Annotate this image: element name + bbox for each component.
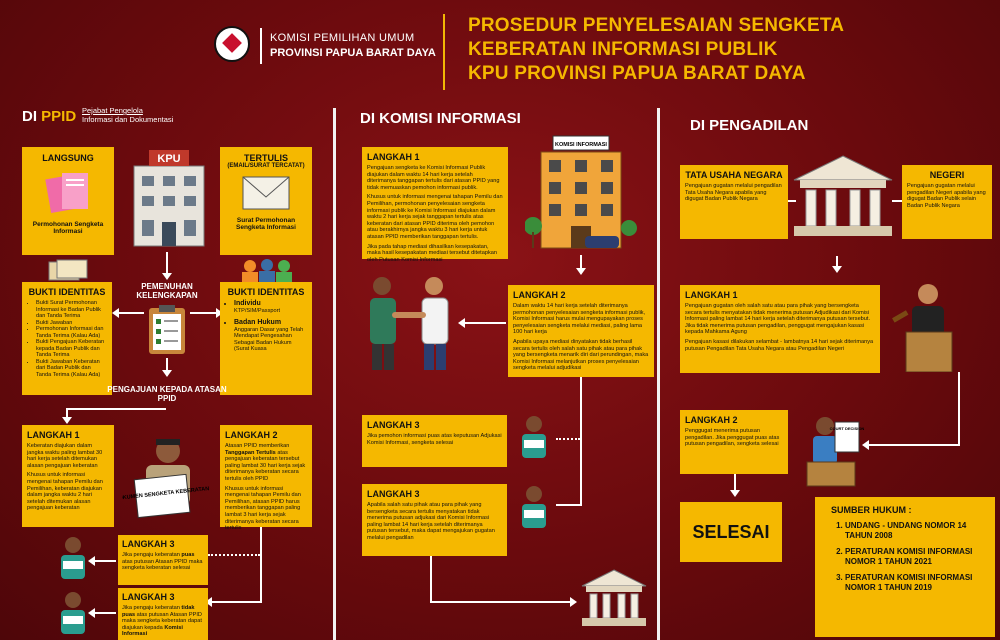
arrow-left [88, 556, 95, 566]
komisi-informasi-building-icon: KOMISI INFORMASI [525, 135, 637, 249]
connector [958, 372, 960, 444]
tun-box: TATA USAHA NEGARA Pengajuan gugatan mela… [680, 165, 788, 239]
envelope-icon [242, 176, 290, 210]
dotted-connector [208, 554, 260, 556]
connector [66, 408, 68, 420]
arrow-right [570, 597, 577, 607]
connector [734, 474, 736, 492]
connector [190, 312, 218, 314]
bukti-identitas-right-box: BUKTI IDENTITAS IndividuKTP/SIM/Passport… [220, 282, 312, 395]
arrow-down [832, 266, 842, 273]
arrow-down [162, 370, 172, 377]
arrow-left [112, 308, 119, 318]
ppid-langkah3b-box: LANGKAH 3 Jika pengaju keberatan tidak p… [118, 588, 208, 640]
connector [836, 256, 838, 268]
column-divider-2 [657, 108, 660, 640]
official-reading-icon: DOKUMEN SENGKETA KEBERATAN [122, 439, 210, 519]
connector [166, 358, 168, 372]
ki-sign-text: KOMISI INFORMASI [555, 142, 607, 148]
page-title-line1: PROSEDUR PENYELESAIAN SENGKETA [468, 15, 845, 36]
ki-langkah1-box: LANGKAH 1 Pengajuan sengketa ke Komisi I… [362, 147, 508, 263]
id-cards-icon [48, 259, 88, 281]
people-group-icon [242, 259, 292, 282]
connector [430, 556, 432, 602]
arrow-left [458, 318, 465, 328]
arrow-down [576, 268, 586, 275]
documents-icon [45, 173, 88, 213]
connector [92, 612, 116, 614]
sumber-hukum-box: SUMBER HUKUM : UNDANG - UNDANG NOMOR 14 … [815, 497, 995, 637]
ki-langkah2-box: LANGKAH 2 Dalam waktu 14 hari kerja sete… [508, 285, 654, 377]
arrow-down [730, 490, 740, 497]
arrow-left [205, 597, 212, 607]
ppid-langkah2-box: LANGKAH 2 Atasan PPID memberikan Tanggap… [220, 425, 312, 531]
selesai-box: SELESAI [680, 502, 782, 562]
connector [580, 255, 582, 269]
connector [116, 312, 144, 314]
court-paper-label: COURT DECISION [830, 426, 865, 431]
section-title-komisi-informasi: DI KOMISI INFORMASI [360, 110, 521, 127]
handshake-people-icon [370, 277, 449, 370]
connector [260, 527, 262, 602]
sumber-hukum-list: UNDANG - UNDANG NOMOR 14 TAHUN 2008 PERA… [825, 521, 985, 593]
arrow-down [162, 273, 172, 280]
column-divider-1 [333, 108, 336, 640]
pengadilan-langkah2-box: LANGKAH 2 Penggugat menerima putusan pen… [680, 410, 788, 474]
connector [430, 601, 572, 603]
ki-langkah3b-box: LANGKAH 3 Apabila salah satu pihak atau … [362, 484, 507, 556]
kpu-province: PROVINSI PAPUA BARAT DAYA [270, 47, 436, 59]
logo-divider [260, 28, 262, 64]
page-title-line2: KEBERATAN INFORMASI PUBLIK [468, 39, 778, 60]
bukti-identitas-left-box: BUKTI IDENTITAS Bukti Surat Permohonan I… [22, 282, 112, 395]
section-title-pengadilan: DI PENGADILAN [690, 117, 809, 134]
kpu-logo [214, 26, 250, 62]
person-icon [522, 416, 546, 458]
courthouse-icon [581, 569, 647, 626]
checklist-icon [149, 305, 185, 354]
connector [892, 200, 902, 202]
kpu-sign-text: KPU [157, 153, 180, 165]
connector [166, 252, 168, 276]
connector [462, 322, 506, 324]
plaintiff-court-decision-icon: COURT DECISION [806, 417, 865, 487]
negeri-box: NEGERI Pengajuan gugatan melalui pengadi… [902, 165, 992, 239]
tertulis-box: TERTULIS (EMAIL/SURAT TERCATAT) Surat Pe… [220, 147, 312, 255]
bukti-left-list: Bukti Surat Permohonan Informasi ke Bada… [27, 300, 107, 378]
ppid-langkah1-box: LANGKAH 1 Keberatan diajukan dalam jangk… [22, 425, 114, 527]
courthouse-icon [793, 155, 893, 236]
langsung-box: LANGSUNG Permohonan Sengketa Informasi [22, 147, 114, 255]
connector [210, 601, 262, 603]
dotted-connector [556, 438, 580, 440]
arrow-right [216, 308, 223, 318]
ki-langkah3a-box: LANGKAH 3 Jika pemohon informasi puas at… [362, 415, 507, 467]
connector [580, 377, 582, 505]
page-title-line3: KPU PROVINSI PAPUA BARAT DAYA [468, 63, 806, 84]
kpu-name: KOMISI PEMILIHAN UMUM [270, 32, 415, 44]
connector [92, 560, 116, 562]
pengadilan-langkah1-box: LANGKAH 1 Pengajuan gugatan oleh salah s… [680, 285, 880, 373]
ppid-subtitle: Pejabat Pengelola Informasi dan Dokument… [82, 106, 174, 124]
section-title-ppid: DI PPID [22, 108, 77, 125]
kpu-building-icon: KPU [133, 150, 205, 247]
arrow-left [862, 440, 869, 450]
arrow-down [62, 417, 72, 424]
pemenuhan-label: PEMENUHAN KELENGKAPAN [136, 282, 198, 300]
ppid-langkah3a-box: LANGKAH 3 Jika pengaju keberatan puas at… [118, 535, 208, 585]
pengajuan-label: PENGAJUAN KEPADA ATASAN PPID [107, 385, 227, 403]
connector [866, 444, 960, 446]
arrow-left [88, 608, 95, 618]
person-icon [61, 592, 85, 634]
connector [556, 504, 582, 506]
judge-icon [892, 284, 953, 372]
connector [788, 200, 796, 202]
person-icon [522, 486, 546, 528]
connector [66, 408, 166, 410]
title-divider [443, 14, 445, 90]
person-icon [61, 537, 85, 579]
